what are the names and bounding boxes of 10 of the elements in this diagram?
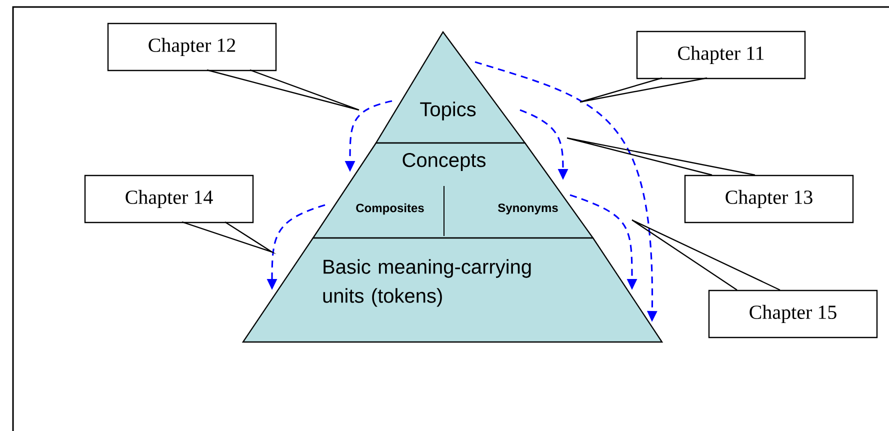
callout-box: Chapter 12 <box>107 22 277 72</box>
callout-box: Chapter 11 <box>636 30 806 80</box>
callout-box: Chapter 13 <box>684 174 854 224</box>
cell-label: Synonyms <box>498 204 558 214</box>
cell-label: Composites <box>356 203 424 215</box>
leader-line <box>206 69 360 111</box>
callout-box: Chapter 15 <box>708 290 878 338</box>
leader-line <box>182 221 276 254</box>
callout-box: Chapter 14 <box>84 174 254 224</box>
leader-line <box>631 219 780 291</box>
